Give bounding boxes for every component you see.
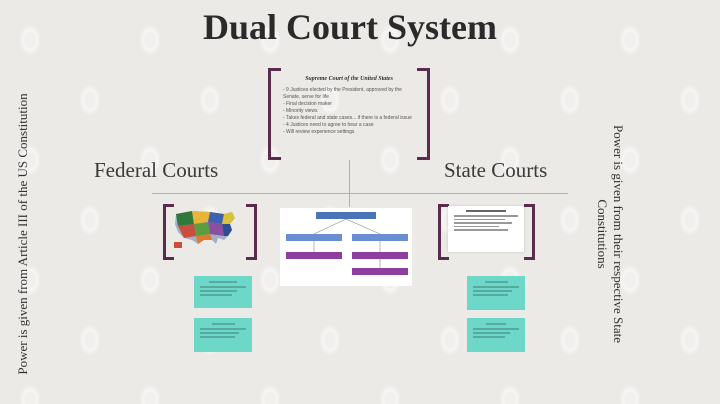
page-title: Dual Court System <box>203 7 497 47</box>
flow-box <box>316 212 376 219</box>
flow-box <box>352 234 408 241</box>
supreme-bracket-right <box>417 68 430 160</box>
federal-district-card[interactable] <box>194 318 252 352</box>
state-appeals-card[interactable] <box>467 276 525 310</box>
state-courts-heading[interactable]: State Courts <box>444 158 548 182</box>
federal-courts-heading[interactable]: Federal Courts <box>94 158 219 182</box>
flow-box <box>286 234 342 241</box>
map-bracket-left <box>163 204 174 260</box>
supreme-line: - 4 Justices need to agree to hear a cas… <box>283 122 374 128</box>
supreme-line: - Will review experience settings <box>283 129 355 135</box>
connector-horizontal <box>152 193 568 194</box>
map-bracket-right <box>246 204 257 260</box>
connector-vertical <box>349 160 350 194</box>
flow-box <box>286 252 342 259</box>
supreme-bracket-left <box>268 68 281 160</box>
supreme-line: - Final decision maker <box>283 101 332 107</box>
supreme-line: - Minority views <box>283 108 318 114</box>
supreme-line: - Takes federal and state cases... if th… <box>283 115 412 121</box>
state-trial-card[interactable] <box>467 318 525 352</box>
state-bracket-right <box>524 204 535 260</box>
supreme-court-title: Supreme Court of the United States <box>305 76 393 82</box>
connector-vertical-lower <box>349 193 350 207</box>
state-bracket-left <box>438 204 449 260</box>
left-caption: Power is given from Article III of the U… <box>15 93 30 375</box>
us-map-icon[interactable] <box>172 206 240 252</box>
court-hierarchy-flowchart[interactable] <box>280 208 412 286</box>
supreme-line: - 9 Justices elected by the President, a… <box>283 87 402 100</box>
federal-appeals-card[interactable] <box>194 276 252 308</box>
flow-connectors <box>313 218 381 268</box>
flow-box <box>352 268 408 275</box>
flow-box <box>352 252 408 259</box>
supreme-court-text[interactable]: Supreme Court of the United States - 9 J… <box>283 75 415 136</box>
right-caption: Power is given from their respective Sta… <box>595 124 626 344</box>
state-supreme-court-card[interactable] <box>448 206 524 252</box>
